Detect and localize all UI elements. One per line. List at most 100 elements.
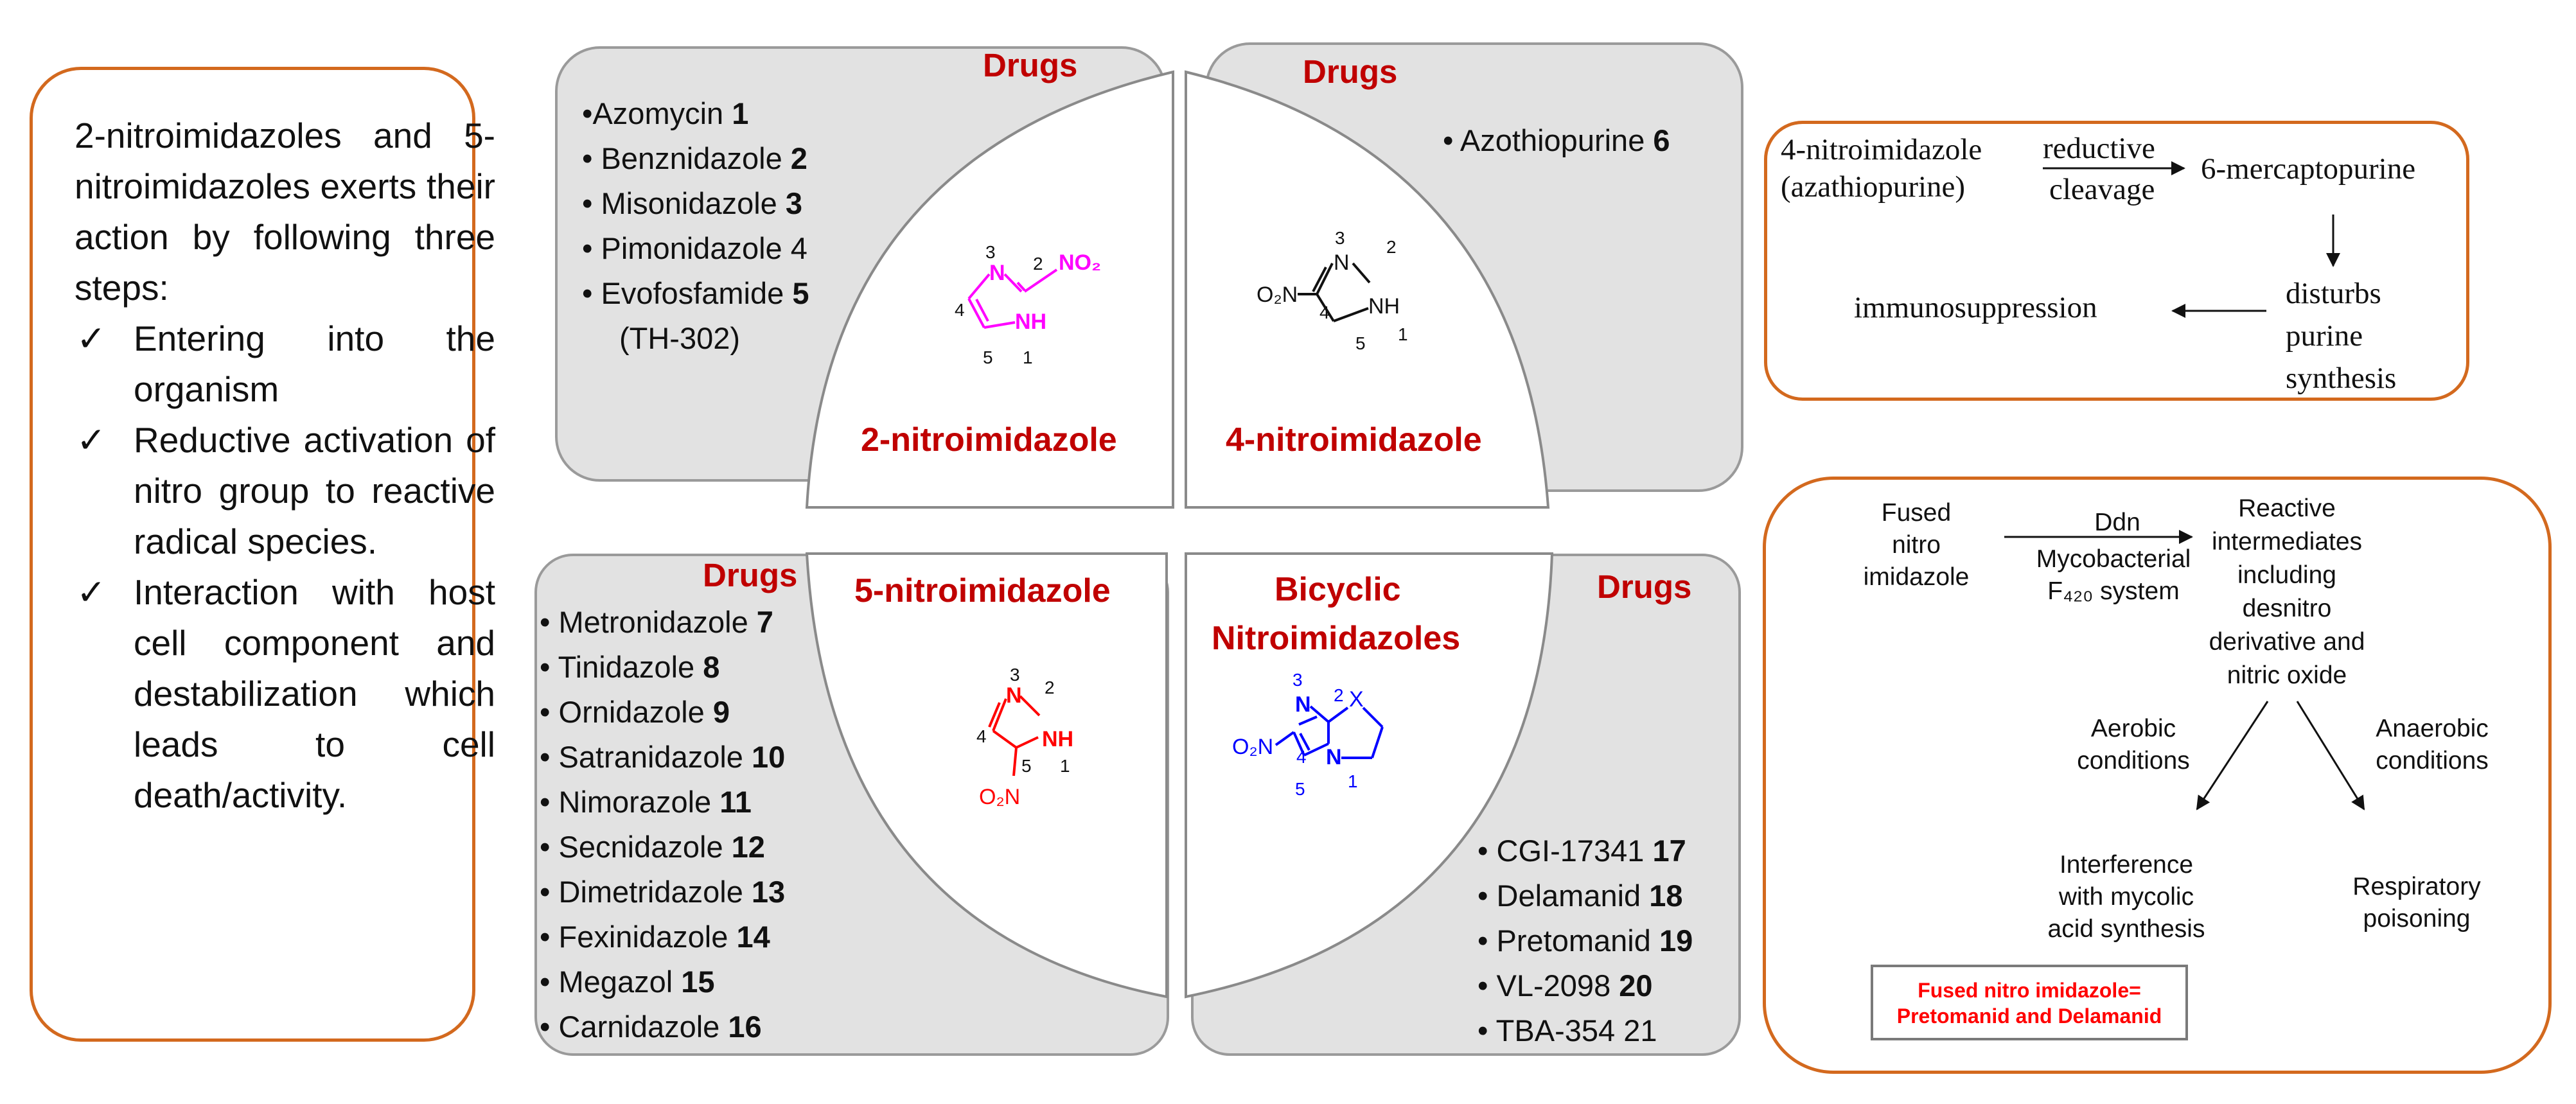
mycolic-acid-result: Interference with mycolic acid synthesis [2024,849,2229,945]
svg-text:3: 3 [1010,665,1020,685]
step-text: Interaction with host cell component and… [134,572,495,815]
drug-item: • Dimetridazole 13 [540,875,786,909]
svg-text:1: 1 [1023,347,1033,367]
pathway-outcome: immunosuppression [1854,291,2097,324]
pathway-product: 6-mercaptopurine [2201,152,2416,186]
svg-text:4: 4 [955,300,965,320]
drug-item: • CGI-17341 17 [1478,834,1686,868]
svg-text:5: 5 [1355,333,1366,353]
fused-source: Fused nitro imidazole [1862,497,1971,593]
svg-text:N: N [1334,250,1350,275]
reactive-intermediates: Reactive intermediates including desnitr… [2191,492,2383,692]
effect-line: synthesis [2286,362,2397,395]
svg-text:5: 5 [983,347,993,367]
result-line: Respiratory [2352,873,2481,900]
pathway-source: 4-nitroimidazole (azathiopurine) [1781,131,1982,206]
svg-text:N: N [1295,692,1311,717]
intermediate-line: intermediates [2211,528,2363,556]
mechanism-steps: ✓Entering into the organism ✓Reductive a… [75,313,495,821]
svg-text:NH: NH [1368,294,1400,319]
class-title-bicyclic-1: Bicyclic [1275,571,1401,608]
intermediate-line: desnitro [2242,595,2332,622]
f420-label: Mycobacterial F₄₂₀ system [1991,543,2236,608]
svg-text:1: 1 [1398,324,1408,344]
drug-item: • Evofosfamide 5 [582,276,809,310]
arrow-label-top: reductive [2043,132,2155,165]
svg-text:N: N [1006,683,1022,708]
structure-5-nitroimidazole: N NH O₂N 3 2 4 5 1 [976,665,1073,809]
drug-item: • TBA-354 21 [1478,1013,1657,1047]
source-line: imidazole [1863,563,1970,591]
svg-text:2: 2 [1033,254,1043,274]
drug-item: (TH-302) [619,321,741,355]
result-line: acid synthesis [2047,915,2205,943]
ddn-label: Ddn [2094,509,2140,536]
svg-text:4: 4 [976,726,987,746]
effect-line: purine [2286,319,2363,353]
class-title-2-nitro: 2-nitroimidazole [861,421,1117,459]
respiratory-result: Respiratory poisoning [2320,871,2513,935]
effect-line: disturbs [2286,277,2381,310]
drug-item: • Benznidazole 2 [582,141,807,175]
step-3: ✓Interaction with host cell component an… [75,567,495,821]
intermediate-line: derivative and [2209,628,2365,656]
svg-text:5: 5 [1295,779,1305,799]
branch-line: Anaerobic [2376,715,2489,742]
intermediate-line: nitric oxide [2227,662,2347,689]
enzyme-line: Mycobacterial [2036,545,2191,573]
mechanism-panel [30,67,475,1042]
branch-line: Aerobic [2090,715,2176,742]
svg-text:4: 4 [1319,302,1330,322]
drug-list-4-nitro: • Azothiopurine 6 [1443,118,1670,163]
source-line: nitro [1892,531,1941,559]
drugs-heading: Drugs [703,557,798,593]
check-icon: ✓ [76,319,107,358]
class-title-5-nitro: 5-nitroimidazole [854,572,1111,609]
fused-nitroimidazole-pathway-box [1763,477,2552,1074]
svg-text:NH: NH [1015,310,1046,334]
drug-item: • Megazol 15 [540,965,715,999]
arc-2-nitroimidazole [805,70,1174,509]
result-line: Interference [2059,851,2194,879]
step-2: ✓Reductive activation of nitro group to … [75,415,495,567]
svg-text:2: 2 [1045,678,1055,697]
svg-text:3: 3 [985,242,996,262]
drug-item: • Secnidazole 12 [540,830,765,864]
azathiopurine-pathway-box [1764,121,2469,401]
branch-line: conditions [2077,747,2190,775]
structure-4-nitroimidazole: N NH O₂N 3 2 4 5 1 [1257,228,1408,353]
drug-item: • Ornidazole 9 [540,695,730,729]
drugs-heading: Drugs [983,47,1078,83]
anaerobic-label: Anaerobic conditions [2349,713,2516,777]
class-title-4-nitro: 4-nitroimidazole [1226,421,1482,459]
callout-line: Fused nitro imidazole= [1918,979,2141,1002]
intermediate-line: Reactive [2238,495,2336,522]
result-line: poisoning [2363,905,2471,933]
arrow-anaerobic [2296,701,2365,810]
step-1: ✓Entering into the organism [75,313,495,415]
source-line: 4-nitroimidazole [1781,133,1982,166]
drug-item: • Pimonidazole 4 [582,231,807,265]
svg-text:O₂N: O₂N [979,785,1020,809]
svg-text:N: N [989,261,1005,285]
drug-item: •Azomycin 1 [582,96,749,130]
check-icon: ✓ [76,420,107,460]
drug-list-2-nitro: •Azomycin 1 • Benznidazole 2 • Misonidaz… [582,91,809,361]
class-title-bicyclic-2: Nitroimidazoles [1212,620,1461,657]
result-line: with mycolic [2058,883,2194,911]
source-line: Fused [1881,499,1952,527]
drugs-heading: Drugs [1597,568,1692,605]
drug-list-bicyclic: • CGI-17341 17 • Delamanid 18 • Pretoman… [1478,828,1693,1053]
drug-item: • Delamanid 18 [1478,879,1683,913]
drug-item: • Tinidazole 8 [540,650,720,684]
mechanism-intro: 2-nitroimidazoles and 5-nitroimidazoles … [75,116,495,308]
svg-text:4: 4 [1296,747,1307,767]
enzyme-line: F₄₂₀ system [2047,577,2180,605]
svg-text:2: 2 [1334,685,1344,705]
arc-4-nitroimidazole [1185,70,1550,509]
fused-nitroimidazole-callout: Fused nitro imidazole= Pretomanid and De… [1871,965,2188,1040]
svg-text:X: X [1349,687,1364,712]
